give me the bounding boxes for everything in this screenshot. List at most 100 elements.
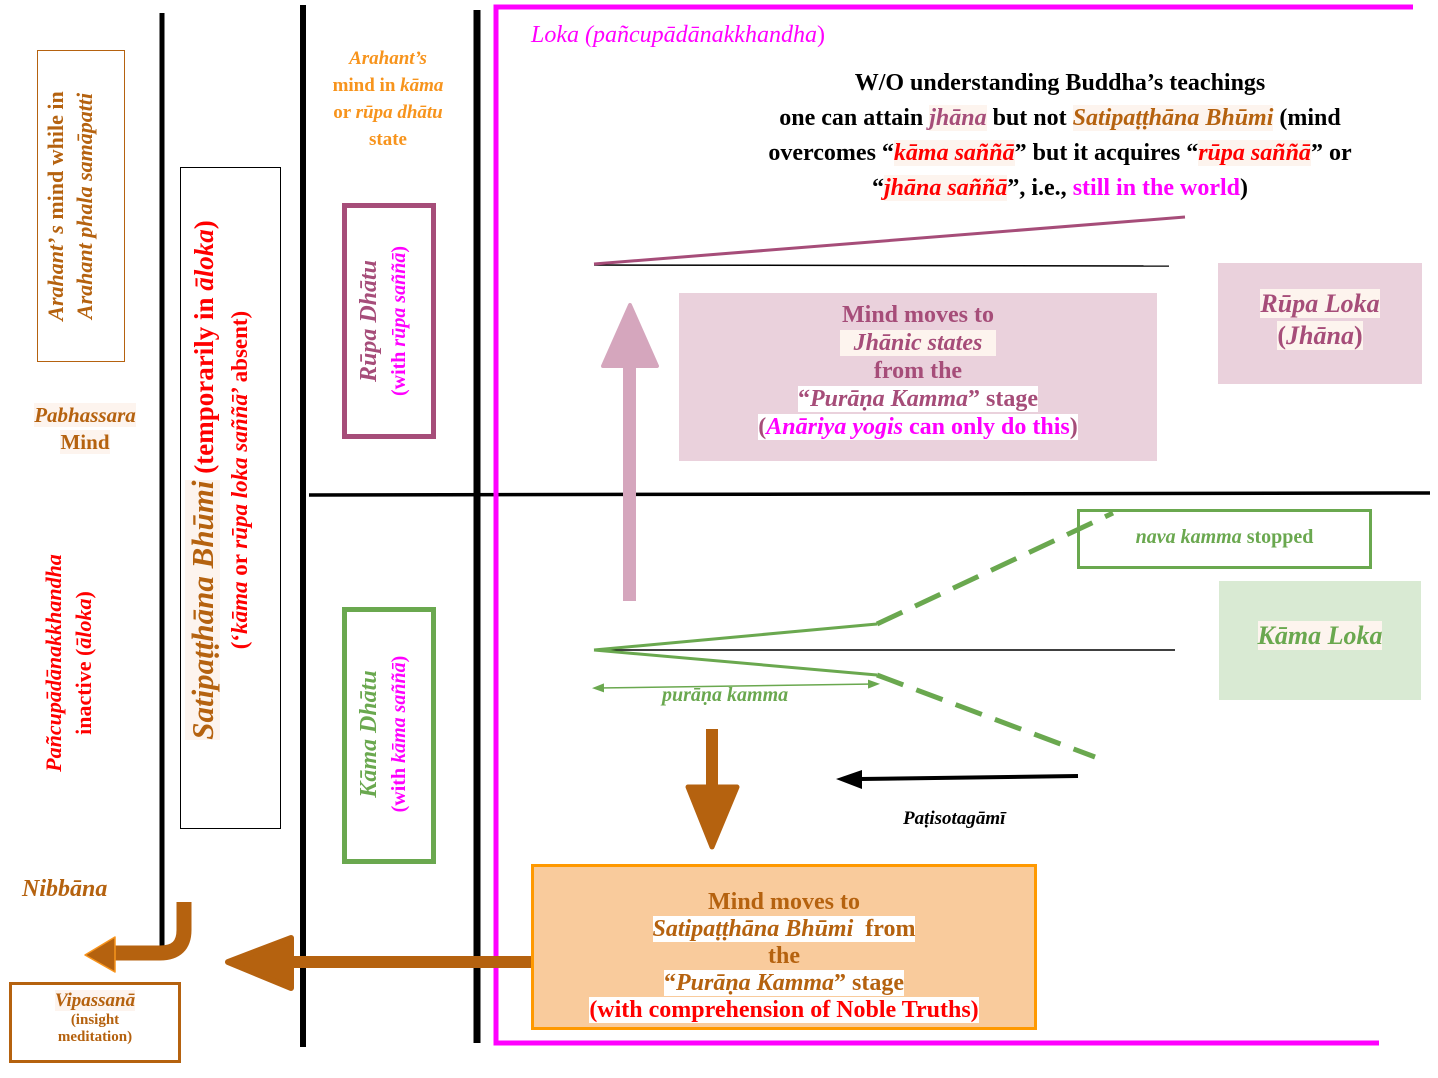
paren: (: [1277, 321, 1287, 350]
rupa-sanna-text: rūpa saññā: [1198, 140, 1311, 166]
purana-span-arrow: [592, 679, 880, 693]
or-text: or: [333, 102, 356, 123]
jhanic-states-text: Jhānic states: [839, 330, 997, 356]
or-text: or: [227, 548, 252, 582]
rupa-sanna-text: rūpa saññā: [388, 252, 410, 347]
kama-sanna-text: kāma saññā: [388, 662, 410, 763]
patisotagami-label: Paṭisotagāmī: [903, 808, 1006, 829]
satipatthana-title: Satipaṭṭhāna Bhūmi: [185, 480, 220, 740]
kama-text: kāma: [400, 75, 444, 96]
paren: ): [1353, 321, 1363, 350]
noble-truths-text: (with comprehension of Noble Truths): [589, 997, 979, 1023]
arahant-text: Arahant’ s: [43, 225, 68, 321]
inactive-text: inactive (: [71, 648, 96, 735]
satipatthana-bhumi-label: Satipaṭṭhāna Bhūmi (temporarily in āloka…: [185, 160, 275, 800]
from-text: from: [853, 916, 916, 942]
wo-line-3: overcomes “kāma saññā” but it acquires “…: [660, 136, 1438, 171]
pancupadana-inactive-label: Pañcupādānakkhandha inactive (āloka): [39, 513, 109, 813]
vipassana-title: Vipassanā: [54, 990, 136, 1011]
paren-text: ): [189, 220, 219, 230]
text-span: “: [871, 175, 884, 201]
with-text: (with: [388, 762, 410, 813]
text-span: one can attain: [779, 105, 930, 131]
nibbana-label: Nibbāna: [22, 876, 108, 902]
vipassana-box: Vipassanā (insight meditation): [9, 982, 181, 1063]
state-text: state: [369, 129, 407, 150]
the-text: the: [768, 943, 800, 969]
quote: “: [663, 970, 676, 996]
rupa-dhatu-label: Rūpa Dhātu (with rūpa saññā): [354, 211, 424, 431]
aloka-text: āloka: [189, 229, 219, 291]
paren-text: ): [388, 245, 410, 253]
anariya-yogis-text: Anāriya yogis: [766, 414, 903, 440]
kama-loka-text: Kāma Loka: [1257, 621, 1383, 650]
open-quote: (‘: [227, 633, 252, 650]
rupa-dhatu-title: Rūpa Dhātu: [356, 259, 382, 383]
arahant-text: Arahant’s: [349, 48, 427, 69]
loka-text: Loka (: [531, 22, 593, 48]
loka-border: [493, 4, 1413, 1046]
rupa-loka-text: Rūpa Loka: [1260, 289, 1380, 318]
kama-dhatu-box: [342, 607, 436, 864]
text-span: but not: [986, 105, 1073, 131]
mind-moves-text: Mind moves to: [708, 889, 860, 915]
nava-lower-dashed: [876, 672, 1096, 760]
text-span: overcomes “: [768, 140, 894, 166]
rupa-wedge-line: [593, 215, 1186, 266]
arahant-phala-label: Arahant’ s mind while in Arahant phala s…: [41, 51, 121, 361]
rupa-dhatu-text: rūpa dhātu: [355, 102, 443, 123]
aloka-text: āloka: [71, 598, 96, 649]
paren: ): [1069, 414, 1078, 440]
jhana-text: Jhāna: [1286, 321, 1354, 350]
pabhassara-text: Pabhassara: [34, 403, 136, 427]
jhanic-states-box: Mind moves to Jhānic states from the “Pu…: [679, 293, 1157, 461]
satipatthana-move-box: Mind moves to Satipaṭṭhāna Bhūmi from th…: [531, 864, 1037, 1030]
patisotagami-arrow-icon: [836, 770, 1079, 789]
mind-text: Mind: [60, 430, 110, 454]
from-the-text: from the: [873, 358, 963, 384]
satipatthana-text: Satipaṭṭhāna Bhūmi: [1072, 105, 1274, 131]
rupa-dhatu-box: [342, 203, 436, 439]
nava-upper-dashed: [875, 510, 1115, 627]
jhana-sanna-text: jhāna saññā: [883, 175, 1008, 201]
stopped-text: stopped: [1241, 526, 1314, 548]
kama-dhatu-title: Kāma Dhātu: [356, 670, 382, 798]
wo-understanding-note: W/O understanding Buddha’s teachings one…: [660, 66, 1438, 206]
pancupadana-text: pañcupādānakkhandha: [593, 22, 817, 48]
mind-in-text: mind in: [332, 75, 401, 96]
kama-sanna-text: kāma saññā: [893, 140, 1015, 166]
stage-text: ” stage: [968, 386, 1039, 412]
mind-while-in-text: mind while in: [43, 91, 68, 226]
satipatthana-bhumi-box: [180, 167, 281, 829]
kama-loka-box: Kāma Loka: [1219, 581, 1421, 700]
nava-kamma-text: nava kamma: [1135, 526, 1242, 548]
quote: “: [797, 386, 810, 412]
stage-text: ” stage: [834, 970, 905, 996]
arahant-dhatu-state-label: Arahant’s mind in kāma or rūpa dhātu sta…: [312, 45, 464, 153]
text-span: ” but it acquires “: [1014, 140, 1199, 166]
text-span: ”, i.e.,: [1007, 175, 1073, 201]
divider-horizontal: [308, 491, 1431, 497]
rupa-loka-sanna-text: rūpa loka saññā: [227, 394, 252, 549]
paren-text: ): [816, 22, 825, 48]
purana-kamma-text: Purāṇa Kamma: [809, 386, 969, 412]
rupa-baseline: [593, 264, 1170, 267]
arahant-phala-box: [37, 50, 125, 362]
kama-dhatu-label: Kāma Dhātu (with kāma saññā): [354, 624, 424, 844]
nava-kamma-stopped-box: nava kamma stopped: [1077, 509, 1372, 569]
mind-moves-text: Mind moves to: [842, 302, 994, 328]
meditation-text: meditation): [57, 1029, 133, 1045]
temporarily-text: (temporarily in: [189, 290, 219, 481]
paren-text: ): [388, 655, 410, 663]
purana-lower-line: [593, 648, 878, 677]
wo-line-4: “jhāna saññā”, i.e., still in the world): [660, 171, 1438, 206]
purana-upper-line: [593, 622, 878, 652]
kama-text: kāma: [227, 581, 252, 634]
wo-line-1: W/O understanding Buddha’s teachings: [854, 70, 1266, 96]
text-span: ): [1240, 175, 1249, 201]
arahant-phala-samapatti-text: Arahant phala samāpatti: [72, 92, 97, 320]
purana-kamma-text: Purāṇa Kamma: [675, 970, 835, 996]
satipatthana-text: Satipaṭṭhāna Bhūmi: [652, 916, 854, 942]
rupa-loka-box: Rūpa Loka (Jhāna): [1218, 263, 1422, 384]
insight-text: (insight: [70, 1012, 120, 1028]
